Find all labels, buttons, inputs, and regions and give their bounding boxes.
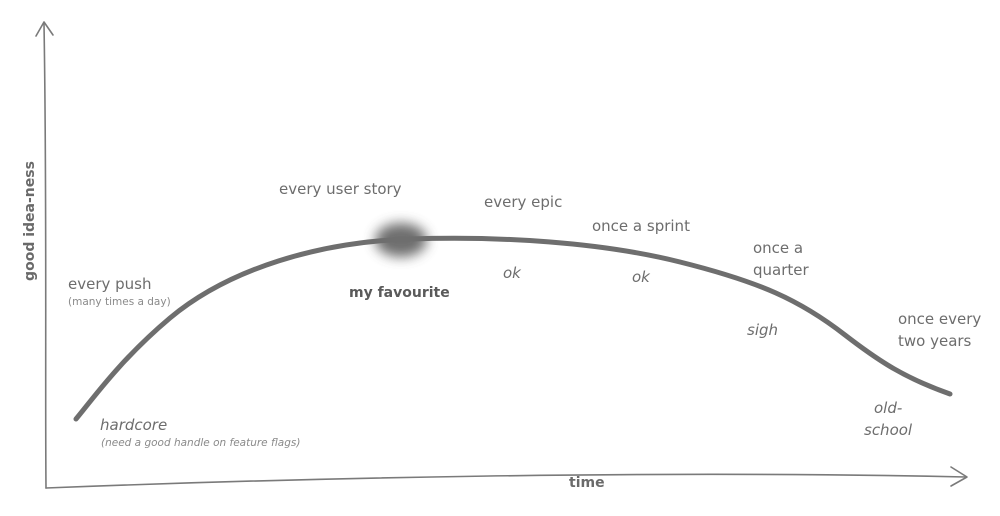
label-ok-epic: ok: [503, 264, 521, 282]
x-axis-line: [45, 473, 967, 489]
label-once-every-two-years-line2: two years: [898, 332, 972, 350]
label-once-a-quarter-line2: quarter: [753, 261, 809, 279]
label-hardcore-note: (need a good handle on feature flags): [101, 437, 301, 449]
label-once-every-two-years-line1: once every: [898, 310, 982, 328]
label-old-school-line1: old-: [874, 399, 903, 417]
label-hardcore: hardcore: [100, 416, 168, 434]
label-every-user-story: every user story: [279, 180, 402, 198]
label-sigh: sigh: [747, 321, 779, 339]
label-my-favourite: my favourite: [349, 285, 450, 301]
label-ok-sprint: ok: [632, 268, 650, 286]
label-once-a-sprint: once a sprint: [592, 217, 690, 235]
y-axis-arrowhead: [35, 21, 54, 37]
label-every-push-note: (many times a day): [68, 296, 171, 308]
y-axis-line: [43, 23, 47, 489]
y-axis-title: good idea-ness: [22, 161, 38, 281]
x-axis-arrowhead: [950, 466, 968, 487]
label-old-school-line2: school: [864, 421, 913, 439]
label-once-a-quarter-line1: once a: [753, 239, 804, 257]
label-every-push: every push: [68, 275, 152, 293]
label-every-epic: every epic: [484, 193, 563, 211]
good-idea-ness-curve: [73, 235, 953, 422]
x-axis-title: time: [569, 475, 605, 491]
